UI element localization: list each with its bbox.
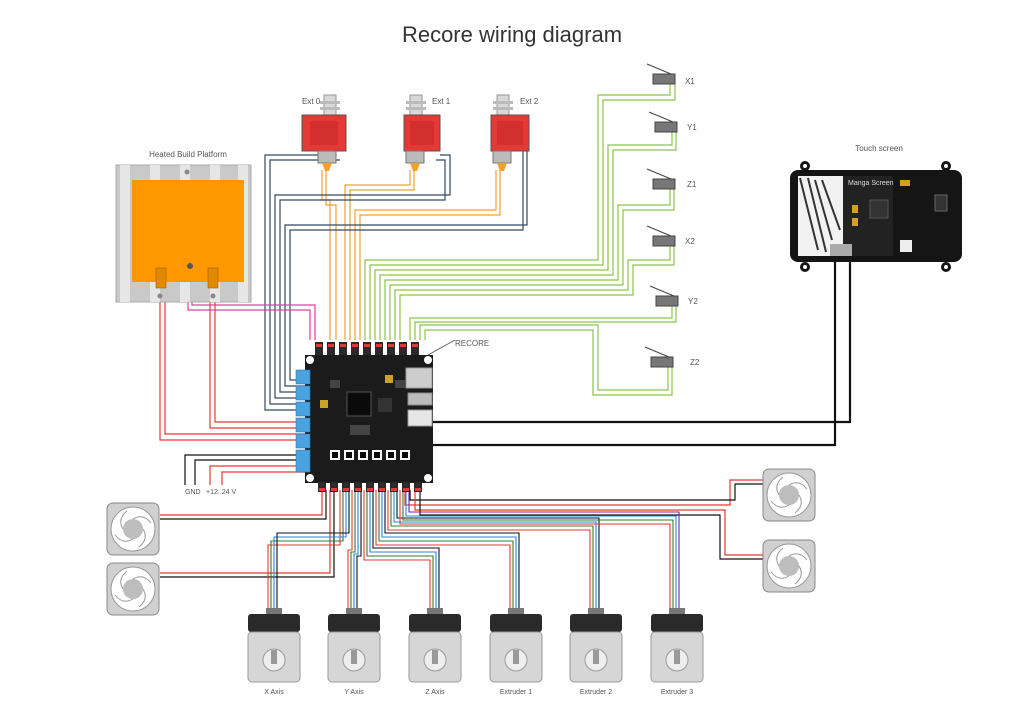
diagram-title: Recore wiring diagram: [402, 22, 622, 47]
endstop-y2-label: Y2: [688, 297, 698, 306]
endstop-x1-label: X1: [685, 77, 695, 86]
stepper-motor-extruder-1: Extruder 1: [489, 608, 543, 696]
fan-left-2: [106, 562, 160, 616]
motor-extruder-1-label: Extruder 1: [500, 689, 532, 696]
endstop-x2: X2: [646, 225, 695, 247]
endstop-z1-label: Z1: [687, 180, 697, 189]
motor-x-label: X Axis: [264, 689, 284, 696]
power-vin-label: +12..24 V: [206, 489, 236, 496]
recore-board: RECORE: [295, 339, 489, 492]
motor-extruder-2-label: Extruder 2: [580, 689, 612, 696]
stepper-motor-y: Y Axis: [327, 608, 381, 696]
touch-screen-label: Touch screen: [855, 144, 903, 153]
stepper-motor-x: X Axis: [247, 608, 301, 696]
endstop-y1-label: Y1: [687, 123, 697, 132]
endstop-x2-label: X2: [685, 237, 695, 246]
wires: [159, 80, 852, 612]
fan-left-1: [106, 502, 160, 556]
endstop-x1: X1: [646, 63, 695, 86]
hotend-2: Ext 2: [490, 94, 539, 171]
board-label: RECORE: [455, 339, 489, 348]
stepper-motor-extruder-2: Extruder 2: [569, 608, 623, 696]
motor-extruder-3-label: Extruder 3: [661, 689, 693, 696]
endstop-z2-label: Z2: [690, 358, 700, 367]
hotend-0-label: Ext 0: [302, 97, 321, 106]
touch-screen: Touch screen Manga Screen: [790, 144, 962, 272]
endstop-y2: Y2: [649, 285, 698, 307]
hotend-2-label: Ext 2: [520, 97, 539, 106]
bed-thermistor-icon: [187, 263, 193, 269]
endstop-y1: Y1: [648, 111, 697, 133]
fan-right-2: [762, 539, 816, 593]
bed-label: Heated Build Platform: [149, 150, 227, 159]
hotend-0: Ext 0: [301, 94, 347, 171]
motor-y-label: Y Axis: [344, 689, 364, 696]
power-gnd-label: GND: [185, 489, 201, 496]
fan-right-1: [762, 468, 816, 522]
screen-brand: Manga Screen: [848, 180, 894, 187]
heated-build-platform: Heated Build Platform: [115, 150, 252, 303]
endstop-z1: Z1: [646, 168, 697, 190]
endstop-z2: Z2: [644, 346, 700, 368]
hotend-1: Ext 1: [403, 94, 451, 171]
stepper-motor-extruder-3: Extruder 3: [650, 608, 704, 696]
hotend-1-label: Ext 1: [432, 97, 451, 106]
stepper-motor-z: Z Axis: [408, 608, 462, 696]
motor-z-label: Z Axis: [425, 689, 445, 696]
